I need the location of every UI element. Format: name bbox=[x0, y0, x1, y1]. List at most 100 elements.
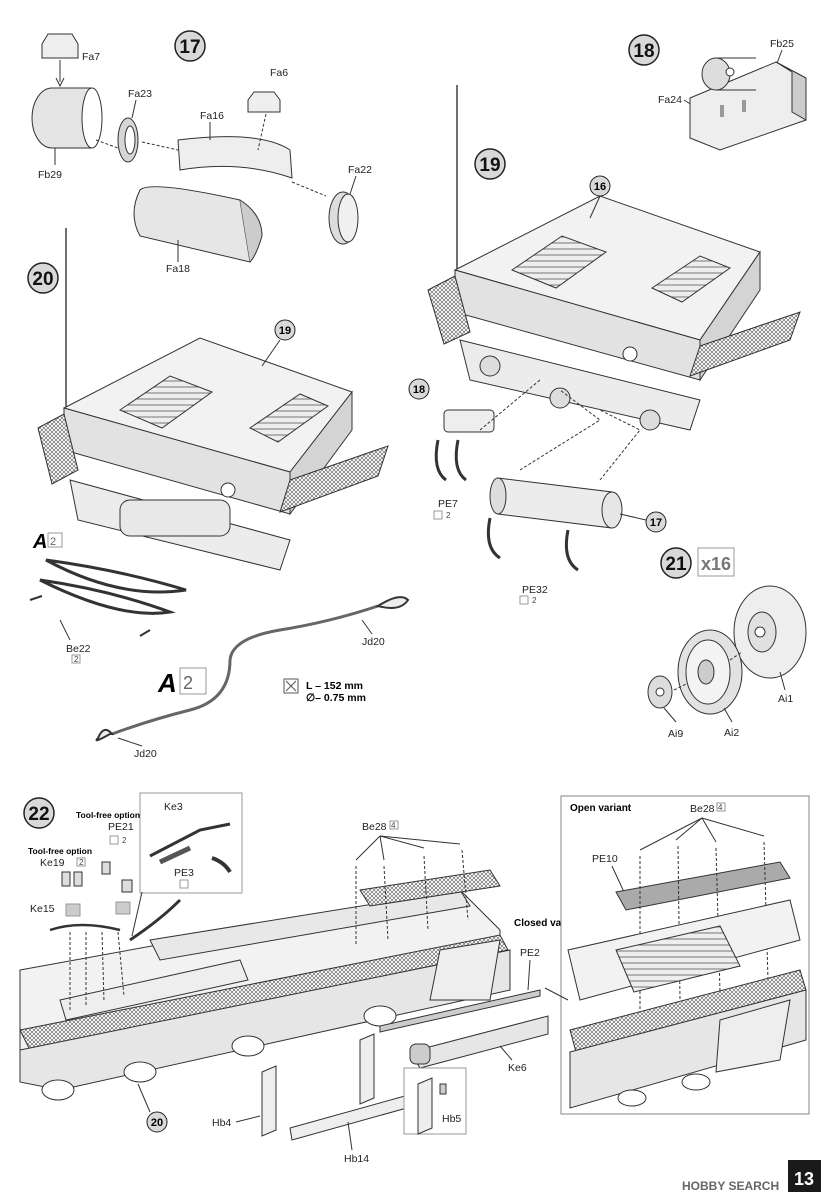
ref-18-badge bbox=[408, 378, 430, 400]
step-17-badge bbox=[174, 30, 206, 62]
label-pe21: PE21 bbox=[108, 821, 134, 833]
part-ke6-shape bbox=[409, 1015, 549, 1069]
detail-qty-a: 2 bbox=[183, 673, 193, 693]
step-19-badge bbox=[474, 148, 506, 180]
step-20-badge bbox=[27, 262, 59, 294]
step-21-qty: x16 bbox=[701, 554, 731, 574]
cable-jd20 bbox=[111, 604, 379, 736]
label-fa16: Fa16 bbox=[200, 110, 224, 122]
step-22-badge bbox=[23, 797, 55, 829]
ref-17-badge bbox=[645, 511, 667, 533]
step-20: 20 19 A 2 Be22 2 A 2 Jd20 bbox=[27, 228, 410, 760]
qty-ke19: 2 bbox=[79, 858, 84, 867]
step-18: 18 Fb25 Fa24 bbox=[628, 34, 807, 151]
mesh-plate-left-19 bbox=[427, 275, 471, 345]
ref-16: 16 bbox=[594, 181, 606, 193]
ref-18: 18 bbox=[413, 384, 425, 396]
step-21-badge bbox=[660, 547, 692, 579]
ref-19: 19 bbox=[279, 325, 291, 337]
part-fa7-shape bbox=[41, 33, 79, 59]
mesh-plate-right-19 bbox=[689, 311, 801, 377]
engine-grill-right-19 bbox=[650, 255, 732, 303]
engine-grill-left-20 bbox=[118, 375, 214, 429]
mesh-plate-right-20 bbox=[279, 445, 389, 513]
part-ke3-shape bbox=[149, 822, 231, 858]
step-18-number: 18 bbox=[633, 41, 654, 62]
muffler-18 bbox=[443, 409, 495, 433]
part-fb25-shape bbox=[775, 61, 807, 121]
step-19-number: 19 bbox=[479, 155, 500, 176]
open-variant-grill bbox=[615, 925, 741, 993]
label-fa23: Fa23 bbox=[128, 88, 152, 100]
label-pe7: PE7 bbox=[438, 498, 458, 510]
label-ke15: Ke15 bbox=[30, 903, 55, 915]
label-pe32: PE32 bbox=[522, 584, 548, 596]
label-be22: Be22 bbox=[66, 643, 91, 655]
label-pe10: PE10 bbox=[592, 853, 618, 865]
page-number-badge bbox=[788, 1160, 821, 1192]
step-22-number: 22 bbox=[28, 804, 49, 825]
step-20-number: 20 bbox=[32, 269, 53, 290]
engine-grill-left-19 bbox=[510, 235, 608, 289]
qty-be22: 2 bbox=[74, 655, 79, 664]
label-pe2: PE2 bbox=[520, 947, 540, 959]
step-19: 19 16 18 PE7 2 bbox=[408, 85, 801, 605]
ref-20-badge bbox=[146, 1111, 168, 1133]
step-17-number: 17 bbox=[179, 37, 200, 58]
ke3-detail-box bbox=[139, 792, 243, 894]
part-fa6-shape bbox=[247, 91, 281, 113]
hb5-detail-box bbox=[403, 1067, 467, 1135]
watermark: HOBBY SEARCH bbox=[682, 1179, 779, 1193]
part-hb4-shape bbox=[261, 1065, 277, 1137]
label-fa18: Fa18 bbox=[166, 263, 190, 275]
part-pe2-shape bbox=[379, 989, 541, 1033]
detail-letter-a: A bbox=[157, 668, 177, 698]
label-be28: Be28 bbox=[362, 821, 387, 833]
open-variant: Open variant bbox=[570, 803, 632, 814]
cable-length: L – 152 mm bbox=[306, 680, 363, 692]
label-hb5: Hb5 bbox=[442, 1113, 461, 1125]
qty-pe21: 2 bbox=[122, 836, 127, 845]
label-ai9: Ai9 bbox=[668, 728, 683, 740]
closed-variant: Closed variant bbox=[514, 918, 584, 929]
label-ai2: Ai2 bbox=[724, 727, 739, 739]
qty-pe32: 2 bbox=[532, 596, 537, 605]
assembly-letter-a: A bbox=[32, 531, 47, 553]
part-pe10-shape bbox=[615, 861, 791, 911]
ref-19-badge bbox=[274, 319, 296, 341]
label-jd20-bottom: Jd20 bbox=[134, 748, 157, 760]
muffler-17 bbox=[497, 477, 613, 529]
label-hb4: Hb4 bbox=[212, 1117, 231, 1129]
part-hb14-shape bbox=[289, 1093, 415, 1141]
part-fa18-shape bbox=[133, 186, 251, 263]
part-fa16-shape bbox=[177, 136, 293, 179]
label-open-be28: Be28 bbox=[690, 803, 715, 815]
step-18-badge bbox=[628, 34, 660, 66]
qty-open-be28: 4 bbox=[718, 803, 723, 812]
label-ke3: Ke3 bbox=[164, 801, 183, 813]
towing-cable-2 bbox=[39, 578, 176, 615]
label-fa24: Fa24 bbox=[658, 94, 682, 106]
step-21-number: 21 bbox=[665, 554, 687, 575]
footer: HOBBY SEARCH 13 bbox=[682, 1160, 821, 1193]
towing-cable-1 bbox=[45, 558, 187, 594]
qty-be28: 4 bbox=[391, 821, 396, 830]
step-17: 17 Fa7 Fb29 Fa23 Fa16 Fa6 Fa18 bbox=[31, 30, 372, 275]
tool-free-option-1: Tool-free option bbox=[28, 846, 92, 856]
label-hb14: Hb14 bbox=[344, 1153, 369, 1165]
label-pe3: PE3 bbox=[174, 867, 194, 879]
mesh-plate-left-20 bbox=[37, 413, 79, 485]
part-pe32-shape bbox=[486, 517, 501, 560]
label-fb25: Fb25 bbox=[770, 38, 794, 50]
label-fa22: Fa22 bbox=[348, 164, 372, 176]
ref-20: 20 bbox=[151, 1117, 163, 1129]
ref-17: 17 bbox=[650, 517, 662, 529]
engine-grill-right-20 bbox=[249, 393, 330, 443]
label-fa7: Fa7 bbox=[82, 51, 100, 63]
label-ke6: Ke6 bbox=[508, 1062, 527, 1074]
part-pe7-shape bbox=[434, 439, 447, 482]
label-jd20-top: Jd20 bbox=[362, 636, 385, 648]
tool-free-option-2: Tool-free option bbox=[76, 810, 140, 820]
label-fa6: Fa6 bbox=[270, 67, 288, 79]
